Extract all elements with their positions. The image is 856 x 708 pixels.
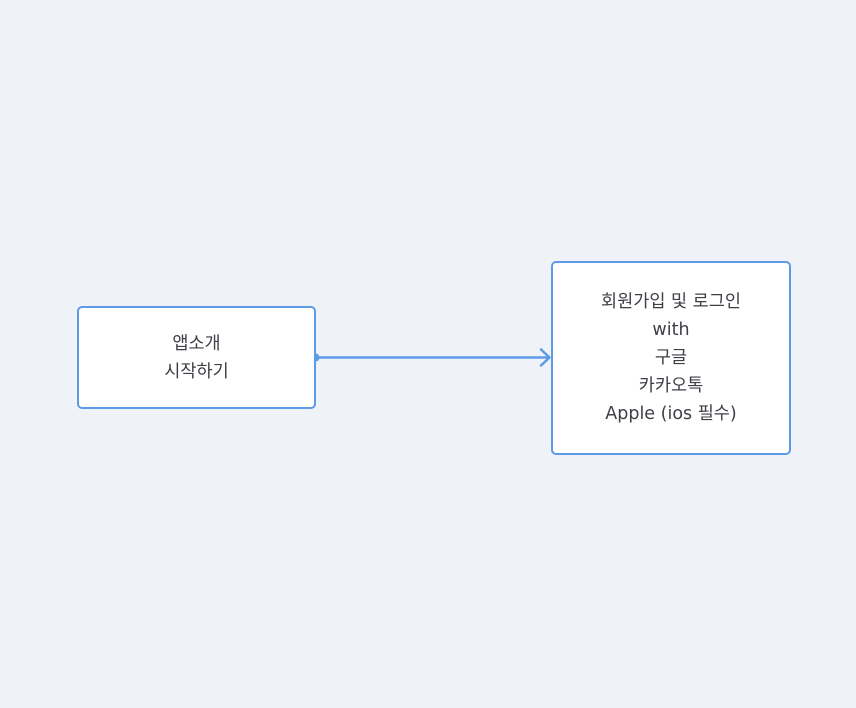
node-label-line: 앱소개 <box>172 333 221 354</box>
node-label-line: Apple (ios 필수) <box>605 404 737 424</box>
node-label-line: 회원가입 및 로그인 <box>601 292 741 312</box>
node-signup-login[interactable]: 회원가입 및 로그인 with 구글 카카오톡 Apple (ios 필수) <box>551 261 791 455</box>
node-app-intro[interactable]: 앱소개 시작하기 <box>77 306 316 409</box>
node-label-line: 구글 <box>654 348 688 368</box>
edge-start-to-login[interactable] <box>311 348 551 367</box>
arrowhead-icon <box>539 348 551 367</box>
node-label-line: 시작하기 <box>164 361 229 382</box>
node-label-line: with <box>652 320 690 340</box>
node-label-line: 카카오톡 <box>638 376 704 396</box>
